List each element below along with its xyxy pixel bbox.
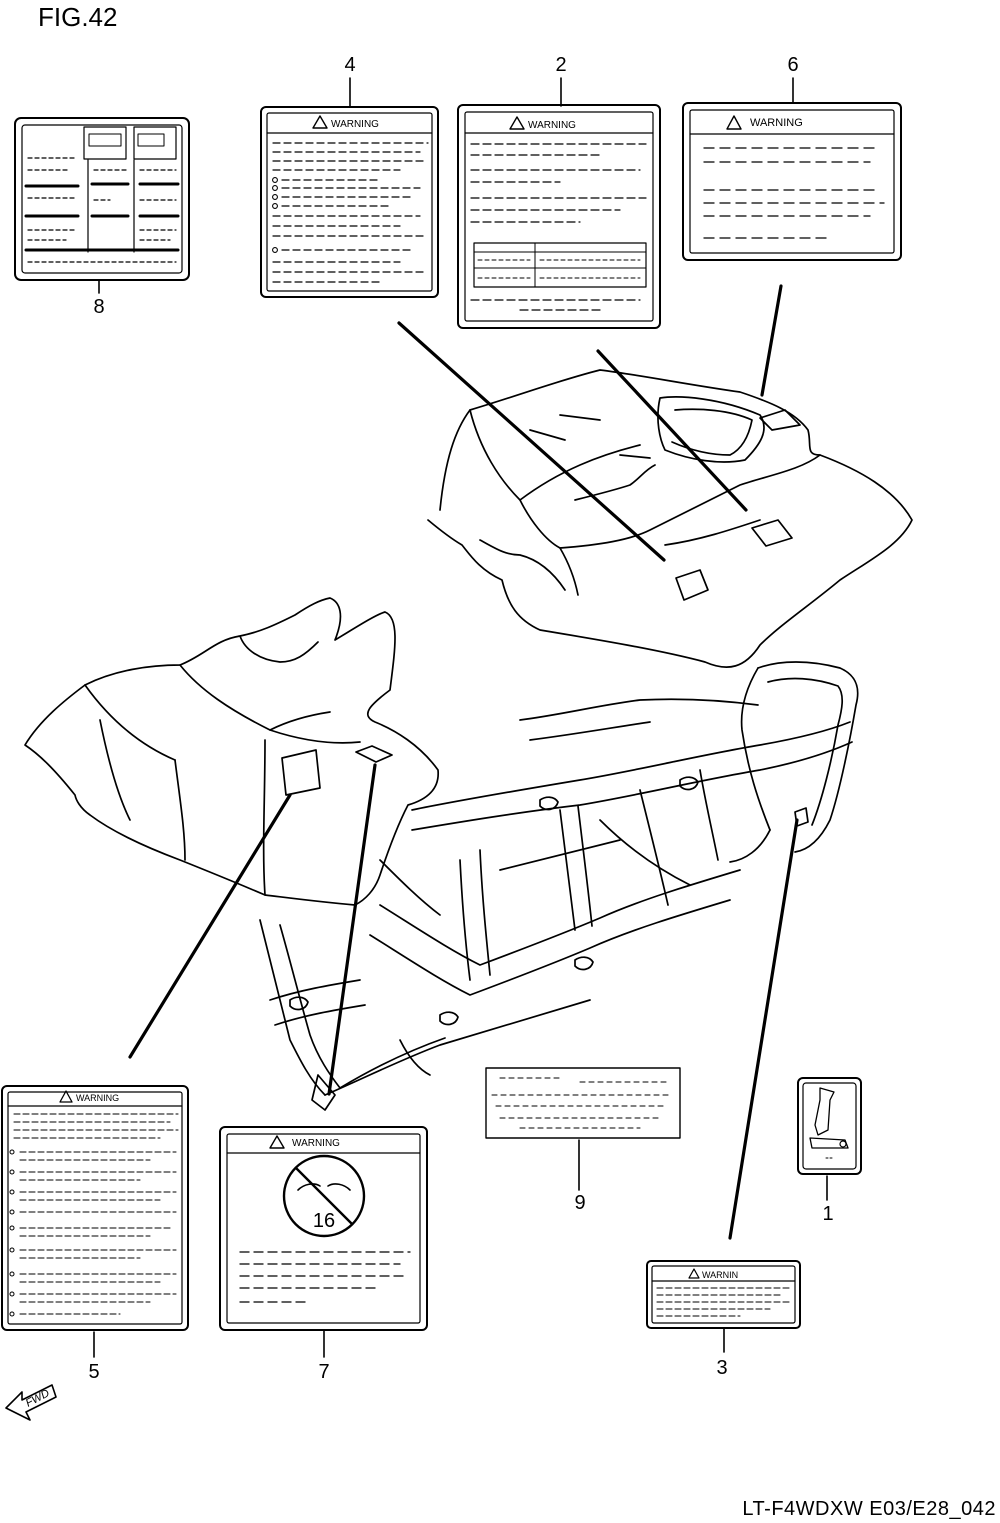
label-8[interactable] [14,117,190,281]
callout-2[interactable]: 2 [555,54,567,76]
label-3[interactable]: WARNIN [646,1260,801,1329]
leader-lines [93,77,828,1358]
callout-1[interactable]: 1 [822,1203,834,1225]
callout-7[interactable]: 7 [318,1361,330,1383]
label-5[interactable]: WARNING [1,1085,189,1331]
age-16-badge: 16 [313,1210,335,1232]
label-6[interactable]: WARNING [682,102,902,261]
callout-4[interactable]: 4 [344,54,356,76]
label-6-warning: WARNING [750,117,803,129]
callout-9[interactable]: 9 [574,1192,586,1214]
rear-fender [427,369,913,668]
front-fender [24,597,439,906]
label-5-warning: WARNING [76,1093,119,1103]
label-7-warning: WARNING [292,1138,340,1149]
figure-title: FIG.42 [38,2,118,32]
label-9[interactable] [485,1067,681,1139]
callout-6[interactable]: 6 [787,54,799,76]
pointer-lines [128,284,799,1240]
label-2-warning: WARNING [528,120,576,131]
label-2[interactable]: WARNING [457,104,661,329]
label-7[interactable]: WARNING 16 [219,1126,428,1331]
label-4-warning: WARNING [331,119,379,130]
figure-code: LT-F4WDXW E03/E28_042 [742,1498,996,1520]
callout-8[interactable]: 8 [93,296,105,318]
fwd-arrow-icon: FWD [5,1384,57,1421]
frame [259,661,859,1111]
label-3-warning: WARNIN [702,1270,738,1280]
under-16-prohibition-icon [282,1154,366,1238]
callout-3[interactable]: 3 [716,1357,728,1379]
callout-5[interactable]: 5 [88,1361,100,1383]
label-1[interactable] [797,1077,862,1175]
label-4[interactable]: WARNING [260,106,439,298]
